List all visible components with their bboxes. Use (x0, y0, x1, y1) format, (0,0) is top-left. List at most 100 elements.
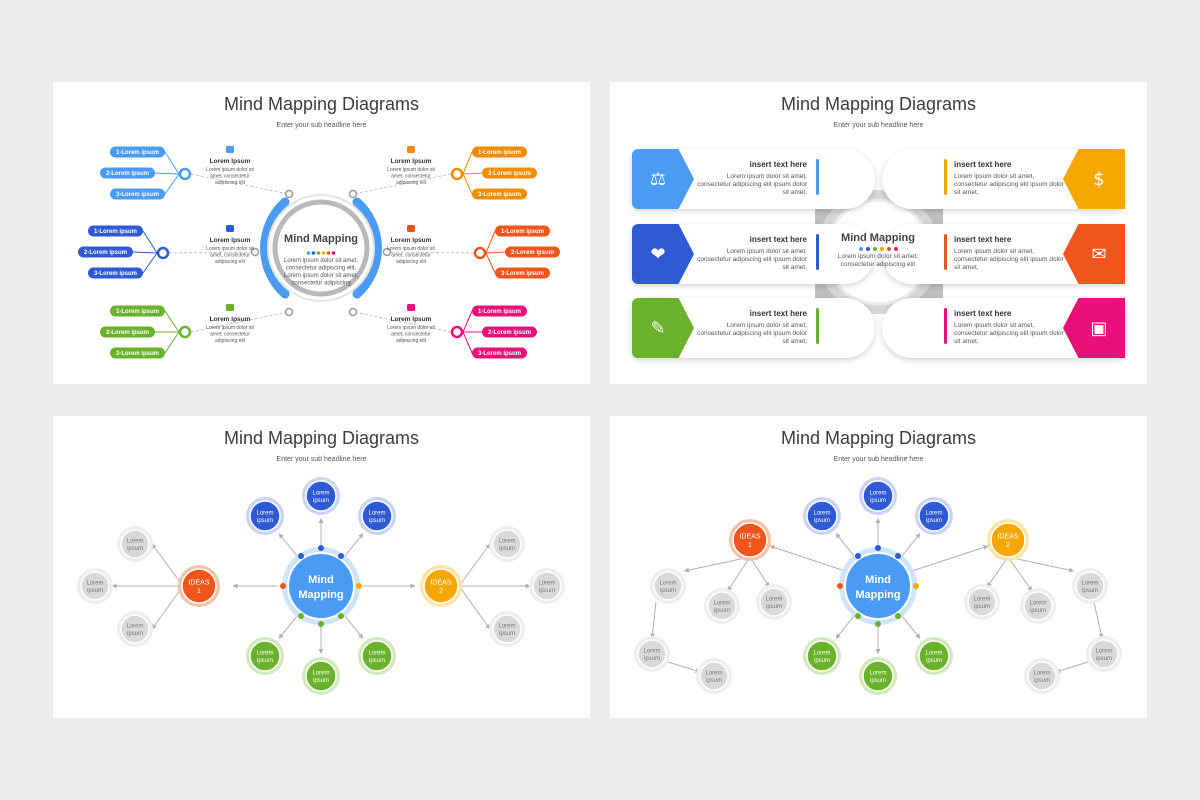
handshake-icon: ❤ (650, 243, 666, 265)
bubble-label-line2: ipsum (313, 678, 329, 684)
bubble-label-line2: 2 (1006, 542, 1010, 549)
bubble-label-line2: ipsum (127, 546, 143, 552)
slide-subtitle: Enter your sub headline here (833, 456, 924, 463)
bubble-label-line2: ipsum (660, 588, 676, 594)
bubble-label-line2: ipsum (1034, 678, 1050, 684)
arrow-connector (458, 543, 491, 587)
item-pill (78, 246, 133, 258)
bubble-core (181, 568, 217, 604)
arrow-connector (911, 545, 989, 572)
bubble-label-line2: ipsum (974, 604, 990, 610)
dashed-connector (190, 311, 290, 333)
bubble-core (1023, 591, 1053, 621)
item-connector (164, 331, 180, 354)
center-arc-left (260, 197, 290, 299)
item-connector (164, 151, 180, 175)
center-title-line2: Mapping (298, 589, 343, 601)
dot-red (886, 247, 891, 251)
bubble-label-line1: Lorem (312, 491, 329, 497)
bubble-core (423, 568, 459, 604)
arrow-connector (1055, 661, 1089, 674)
item-pill-label: 1-Lorem ipsum (478, 150, 521, 156)
arrow-connector (278, 533, 298, 557)
row-text: Lorem ipsum dolor sit amet, consectetur … (954, 248, 1064, 271)
bubble-core (699, 661, 729, 691)
slide-mind-map-2: Mind Mapping Diagrams Enter your sub hea… (610, 82, 1147, 384)
center-dot (306, 251, 311, 255)
bubble-label-line2: ipsum (539, 588, 555, 594)
row-text: Lorem ipsum dolor sit amet, consectetur … (697, 173, 807, 196)
hub-connector-dot (837, 583, 843, 589)
bubble-label-line2: ipsum (127, 631, 143, 637)
item-pill-label: 1-Lorem ipsum (94, 229, 137, 235)
bubble-label-line2: ipsum (1096, 656, 1112, 662)
item-pill (88, 267, 143, 279)
bubble-label-line2: ipsum (1030, 608, 1046, 614)
hub-connector-dot (875, 545, 881, 551)
ring-connector-dot (348, 189, 358, 199)
center-dot (326, 251, 331, 255)
dot-pink (893, 247, 898, 251)
item-connector (485, 252, 496, 274)
bubble-label-line1: Lorem (813, 651, 830, 657)
lightbulb-dollar-icon: $ (1093, 168, 1105, 190)
center-text: Lorem ipsum dolor sit amet, consectetur … (837, 253, 919, 268)
bubble-label-line2: ipsum (926, 518, 942, 524)
row-accent-bar (816, 308, 819, 344)
item-pill (472, 347, 527, 359)
center-title: Mind Mapping (841, 232, 915, 244)
bubble-label-line1: Lorem (126, 539, 143, 545)
hub-connector-dot (318, 621, 324, 627)
center-arc-right (352, 197, 382, 299)
dashed-connector (386, 251, 475, 254)
bubble-label-line1: Lorem (1095, 649, 1112, 655)
bubble-core (361, 500, 393, 532)
arrow-connector (769, 545, 846, 572)
slide-subtitle: Enter your sub headline here (276, 456, 367, 463)
branch-node (178, 325, 192, 339)
arrow-connector (727, 556, 751, 592)
bubble-core (759, 587, 789, 617)
center-text: Lorem ipsum dolor sit amet,consectetur a… (284, 258, 358, 287)
bubble-core (806, 500, 838, 532)
item-pill (482, 167, 537, 179)
dashed-connector (168, 251, 256, 254)
bubble-label-line1: Lorem (1029, 601, 1046, 607)
item-connector (462, 172, 483, 175)
slide-mind-map-4: Mind Mapping Diagrams Enter your sub hea… (610, 416, 1147, 718)
row-text: Lorem ipsum dolor sit amet, consectetur … (954, 173, 1064, 196)
branch-node (178, 167, 192, 181)
item-pill-label: 2-Lorem ipsum (106, 171, 149, 177)
item-pill (110, 347, 165, 359)
branch-node (473, 246, 487, 260)
bubble-label-line2: ipsum (870, 678, 886, 684)
bubble-label-line1: Lorem (869, 491, 886, 497)
center-dot (311, 251, 316, 255)
ring-connector-dot (284, 307, 294, 317)
bubble-core (990, 522, 1026, 558)
ring-connector-dot (284, 189, 294, 199)
bubble-label-line1: Lorem (813, 511, 830, 517)
bubble-core (305, 660, 337, 692)
item-pill (495, 267, 550, 279)
row-title: insert text here (954, 235, 1012, 244)
branch-title: Lorem Ipsum (391, 158, 432, 165)
bubble-core (305, 480, 337, 512)
item-pill-label: 3-Lorem ipsum (501, 271, 544, 277)
